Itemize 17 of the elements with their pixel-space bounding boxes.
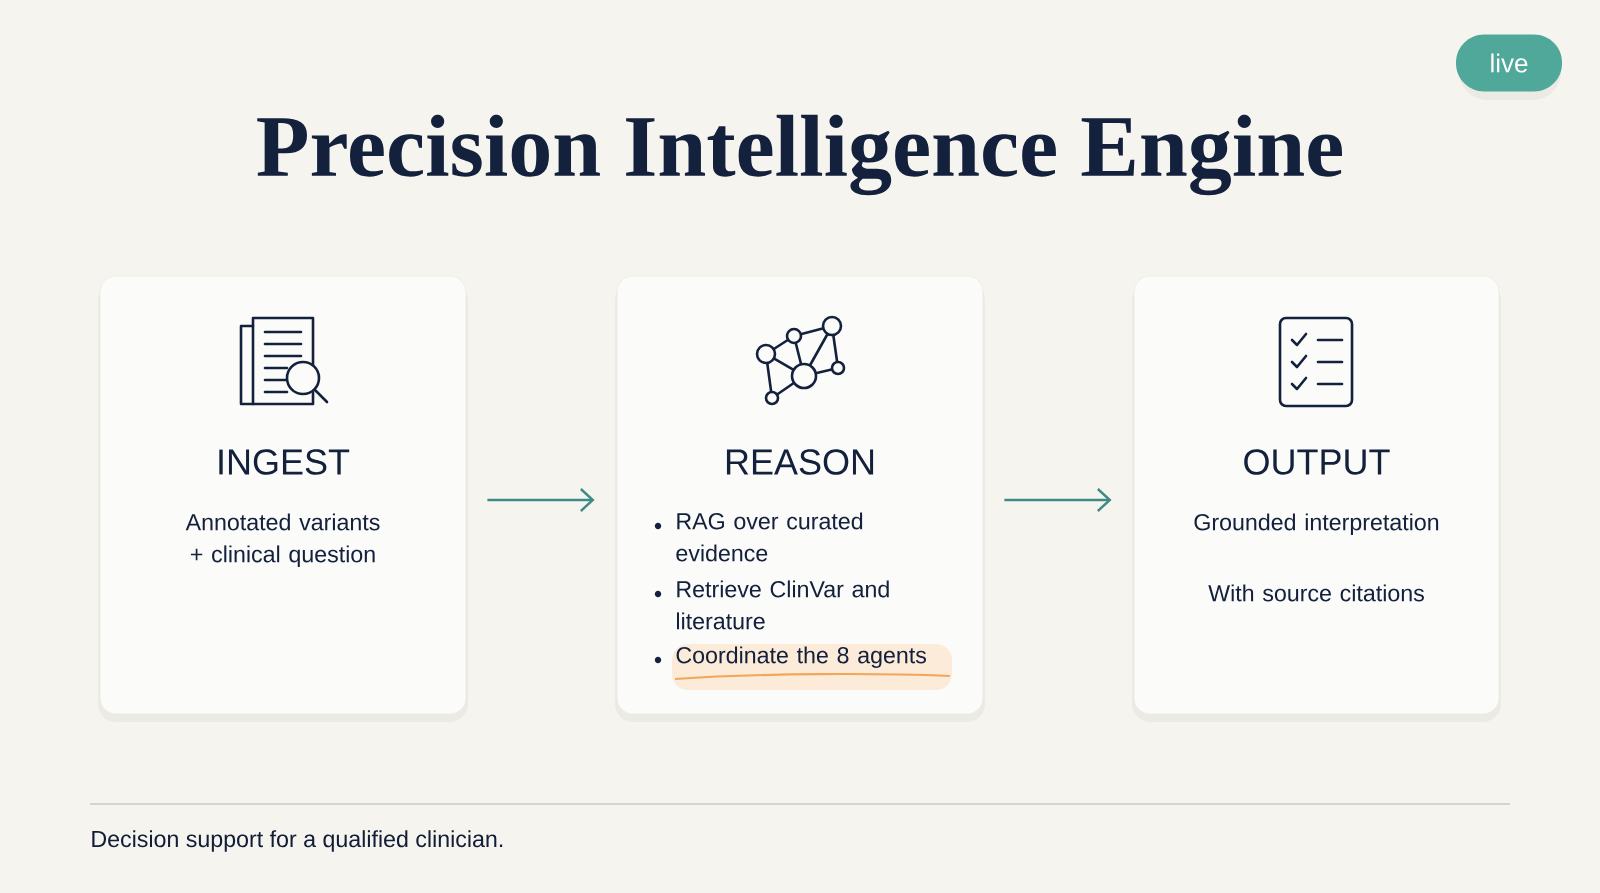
card-heading: INGEST	[219, 449, 350, 475]
card-text: Annotated variants + clinical question	[185, 513, 380, 568]
card-text: Grounded interpretation	[1194, 513, 1439, 536]
card	[1132, 275, 1501, 722]
title: Precision Intelligence Engine	[257, 114, 1342, 196]
bullet-item: Coordinate the 8 agents	[654, 646, 926, 669]
bullet-item: Retrieve ClinVar and literature	[654, 580, 889, 630]
card-text: With source citations	[1208, 584, 1424, 602]
card	[615, 275, 985, 722]
footnote: Decision support for a qualified clinician.	[92, 830, 503, 852]
bullet-item: RAG over curated evidence	[654, 512, 863, 562]
arrow	[1004, 488, 1112, 512]
status-badge: live	[1456, 34, 1562, 100]
card	[98, 275, 468, 722]
card-heading: OUTPUT	[1244, 449, 1390, 475]
card-heading: REASON	[726, 449, 874, 475]
arrow	[487, 488, 595, 512]
